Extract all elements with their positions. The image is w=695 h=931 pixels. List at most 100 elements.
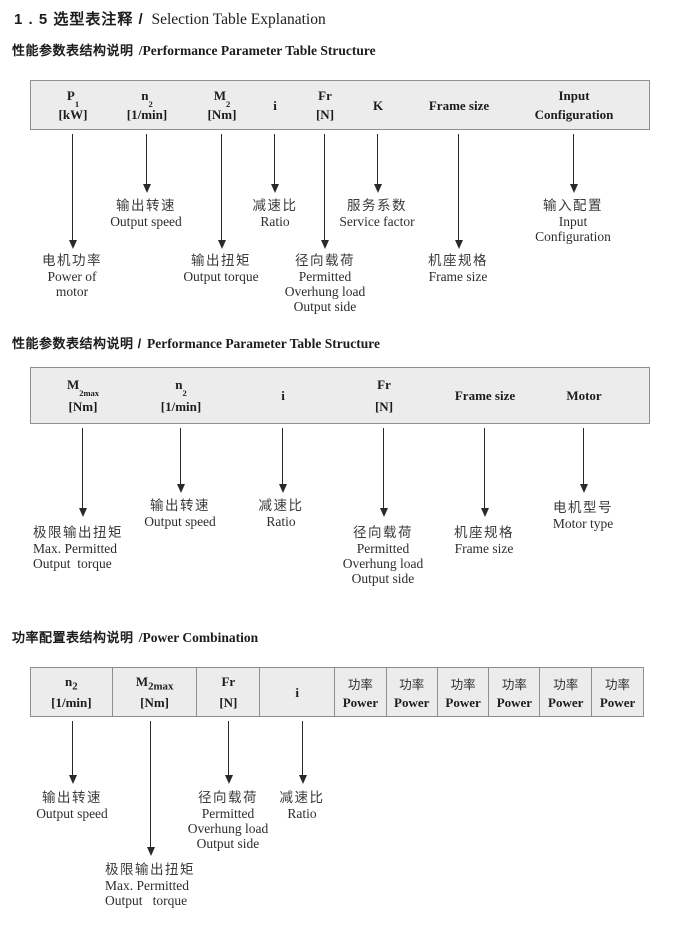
callout-s2-output-speed: 输出转速 Output speed [144,498,216,529]
arrow-s1-i [270,134,279,193]
callout-s3-ratio: 减速比 Ratio [279,790,325,821]
t1-col-input-config: Input Configuration [535,81,614,129]
callout-s2-ratio: 减速比 Ratio [258,498,304,529]
t2-col-frame-size-label: Frame size [454,388,516,403]
t3-col-fr: Fr [N] [197,668,261,716]
section1-heading: 性能参数表结构说明 /Performance Parameter Table S… [12,40,376,59]
page-title: 1 . 5 选型表注释 / Selection Table Explanatio… [14,8,326,29]
arrow-s2-fr [379,428,388,517]
callout-s1-overhung-load: 径向载荷 Permitted Overhung load Output side [284,253,366,314]
section2-heading-en: Performance Parameter Table Structure [146,336,381,351]
t2-col-n2-symbol: n2 [175,377,187,398]
t1-col-n2: n2 [1/min] [127,81,167,129]
t1-col-fr-unit: [N] [315,107,335,122]
arrow-s2-i [278,428,287,493]
t2-col-n2: n2 [1/min] [161,368,201,423]
arrow-s1-input [569,134,578,193]
callout-s1-output-speed: 输出转速 Output speed [110,198,182,229]
t1-col-i-symbol: i [273,97,277,113]
section2-heading-cn: 性能参数表结构说明 / [12,336,142,351]
t2-col-fr-unit: [N] [374,399,394,414]
section3-heading-en: /Power Combination [138,630,259,645]
arrow-s1-p1 [68,134,77,249]
t3-col-m2max-symbol: M2max [135,674,174,693]
t1-col-p1-unit: [kW] [58,107,88,122]
t2-col-i: i [281,368,285,423]
t3-col-power-6: 功率 Power [599,678,636,710]
callout-s1-input-configuration: 输入配置 Input Configuration [535,198,611,244]
callout-s2-frame-size: 机座规格 Frame size [454,525,514,556]
callout-s3-max-output-torque: 极限输出扭矩 Max. Permitted Output torque [105,862,195,908]
page-title-cn: 1 . 5 选型表注释 / [14,11,144,28]
t1-col-input-label: Input [558,88,590,103]
arrow-s3-i [298,721,307,784]
t2-col-motor-label: Motor [566,388,602,403]
t3-col-power-2: 功率 Power [387,668,438,716]
arrow-s2-frame [480,428,489,517]
t1-col-k-symbol: K [372,97,384,113]
power-table: n2 [1/min] M2max [Nm] Fr [N] i 功率 Power … [30,667,644,717]
t2-col-fr-symbol: Fr [377,377,391,392]
t1-col-p1-symbol: P1 [66,88,80,109]
t3-col-power-1: 功率 Power [335,668,387,716]
t3-col-power-3: 功率 Power [438,668,490,716]
t3-col-fr-unit: [N] [219,695,238,710]
t1-col-frame-size-label: Frame size [428,97,490,113]
t3-col-i: i [260,668,335,716]
arrow-s3-m2max [146,721,155,856]
arrow-s1-fr [320,134,329,249]
callout-s1-power-of-motor: 电机功率 Power of motor [42,253,102,299]
t1-col-frame-size: Frame size [429,81,489,129]
section3-heading-cn: 功率配置表结构说明 [12,630,134,645]
callout-s1-service-factor: 服务系数 Service factor [339,198,415,229]
t1-col-n2-unit: [1/min] [126,107,168,122]
page-title-en: Selection Table Explanation [151,11,326,28]
arrow-s1-k [373,134,382,193]
perf-table-1: P1 [kW] n2 [1/min] M2 [Nm] i Fr [N] K Fr… [30,80,650,130]
t1-col-fr: Fr [N] [316,81,334,129]
t3-col-i-symbol: i [295,684,299,700]
arrow-s2-motor [579,428,588,493]
t2-col-n2-unit: [1/min] [160,399,202,414]
callout-s1-frame-size: 机座规格 Frame size [428,253,488,284]
callout-s2-overhung-load: 径向载荷 Permitted Overhung load Output side [342,525,424,586]
callout-s1-ratio: 减速比 Ratio [252,198,298,229]
t1-col-config-label: Configuration [534,107,614,122]
t3-col-m2max: M2max [Nm] [113,668,198,716]
section2-heading: 性能参数表结构说明 / Performance Parameter Table … [12,333,380,352]
t2-col-fr: Fr [N] [375,368,393,423]
t2-col-m2max-symbol: M2max [66,377,100,398]
t1-col-i: i [273,81,277,129]
t1-col-m2: M2 [Nm] [208,81,237,129]
t3-col-m2max-unit: [Nm] [140,695,170,710]
section1-heading-en: /Performance Parameter Table Structure [138,43,376,58]
callout-s3-output-speed: 输出转速 Output speed [36,790,108,821]
t1-col-k: K [373,81,383,129]
t3-col-n2-symbol: n2 [65,674,78,693]
t1-col-n2-symbol: n2 [141,88,153,109]
section3-heading: 功率配置表结构说明 /Power Combination [12,627,258,646]
arrow-s1-n2 [142,134,151,193]
arrow-s2-n2 [176,428,185,493]
callout-s1-output-torque: 输出扭矩 Output torque [183,253,259,284]
t1-col-p1: P1 [kW] [59,81,88,129]
callout-s3-overhung-load: 径向载荷 Permitted Overhung load Output side [187,790,269,851]
arrow-s3-fr [224,721,233,784]
t1-col-m2-symbol: M2 [213,88,231,109]
t3-col-n2-unit: [1/min] [51,695,92,710]
t2-col-motor: Motor [566,368,601,423]
arrow-s1-m2 [217,134,226,249]
section1-heading-cn: 性能参数表结构说明 [12,43,134,58]
t1-col-fr-symbol: Fr [318,88,332,103]
t2-col-frame-size: Frame size [455,368,515,423]
t2-col-i-symbol: i [281,388,285,403]
perf-table-2: M2max [Nm] n2 [1/min] i Fr [N] Frame siz… [30,367,650,424]
t3-col-n2: n2 [1/min] [31,668,113,716]
callout-s2-motor-type: 电机型号 Motor type [552,500,614,531]
t2-col-m2max-unit: [Nm] [68,399,98,414]
t1-col-m2-unit: [Nm] [207,107,237,122]
arrow-s2-m2max [78,428,87,517]
arrow-s1-frame [454,134,463,249]
t2-col-m2max: M2max [Nm] [67,368,99,423]
